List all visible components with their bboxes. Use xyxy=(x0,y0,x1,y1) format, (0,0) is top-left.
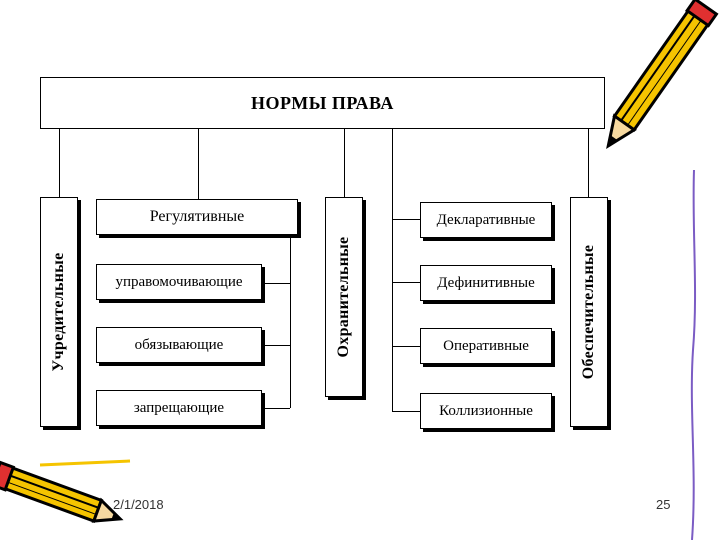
obliging-norms-box: обязывающие xyxy=(96,327,262,363)
securing-norms-label: Обеспечительные xyxy=(580,244,597,380)
constituent-norms-box: Учредительные xyxy=(40,197,78,427)
connector xyxy=(198,129,199,199)
purple-rule xyxy=(690,169,697,540)
declarative-norms-box: Декларативные xyxy=(420,202,552,238)
connector xyxy=(262,345,290,346)
slide-date: 2/1/2018 xyxy=(113,497,164,512)
pencil-icon xyxy=(0,459,131,523)
operative-norms-box: Оперативные xyxy=(420,328,552,364)
empowering-norms-label: управомочивающие xyxy=(115,273,243,290)
protective-norms-box: Охранительные xyxy=(325,197,363,397)
pencil-icon xyxy=(606,0,719,150)
diagram-title: НОРМЫ ПРАВА xyxy=(40,77,605,129)
connector xyxy=(392,346,420,347)
constituent-norms-label: Учредительные xyxy=(50,252,67,372)
definitive-norms-box: Дефинитивные xyxy=(420,265,552,301)
regulative-norms-box: Регулятивные xyxy=(96,199,298,235)
operative-norms-label: Оперативные xyxy=(443,337,529,354)
definitive-norms-label: Дефинитивные xyxy=(437,274,535,291)
obliging-norms-label: обязывающие xyxy=(134,336,224,353)
regulative-norms-label: Регулятивные xyxy=(149,208,245,225)
connector xyxy=(290,235,291,408)
slide-number: 25 xyxy=(656,497,671,512)
securing-norms-box: Обеспечительные xyxy=(570,197,608,427)
declarative-norms-label: Декларативные xyxy=(436,211,536,228)
connector xyxy=(392,219,420,220)
connector xyxy=(392,411,420,412)
connector xyxy=(59,129,60,197)
connector xyxy=(392,282,420,283)
connector xyxy=(262,408,290,409)
conflict-norms-box: Коллизионные xyxy=(420,393,552,429)
connector xyxy=(262,283,290,284)
protective-norms-label: Охранительные xyxy=(335,236,352,358)
connector xyxy=(588,129,589,197)
connector xyxy=(392,129,393,412)
prohibiting-norms-box: запрещающие xyxy=(96,390,262,426)
prohibiting-norms-label: запрещающие xyxy=(133,399,225,416)
connector xyxy=(344,129,345,197)
empowering-norms-box: управомочивающие xyxy=(96,264,262,300)
conflict-norms-label: Коллизионные xyxy=(439,402,533,419)
